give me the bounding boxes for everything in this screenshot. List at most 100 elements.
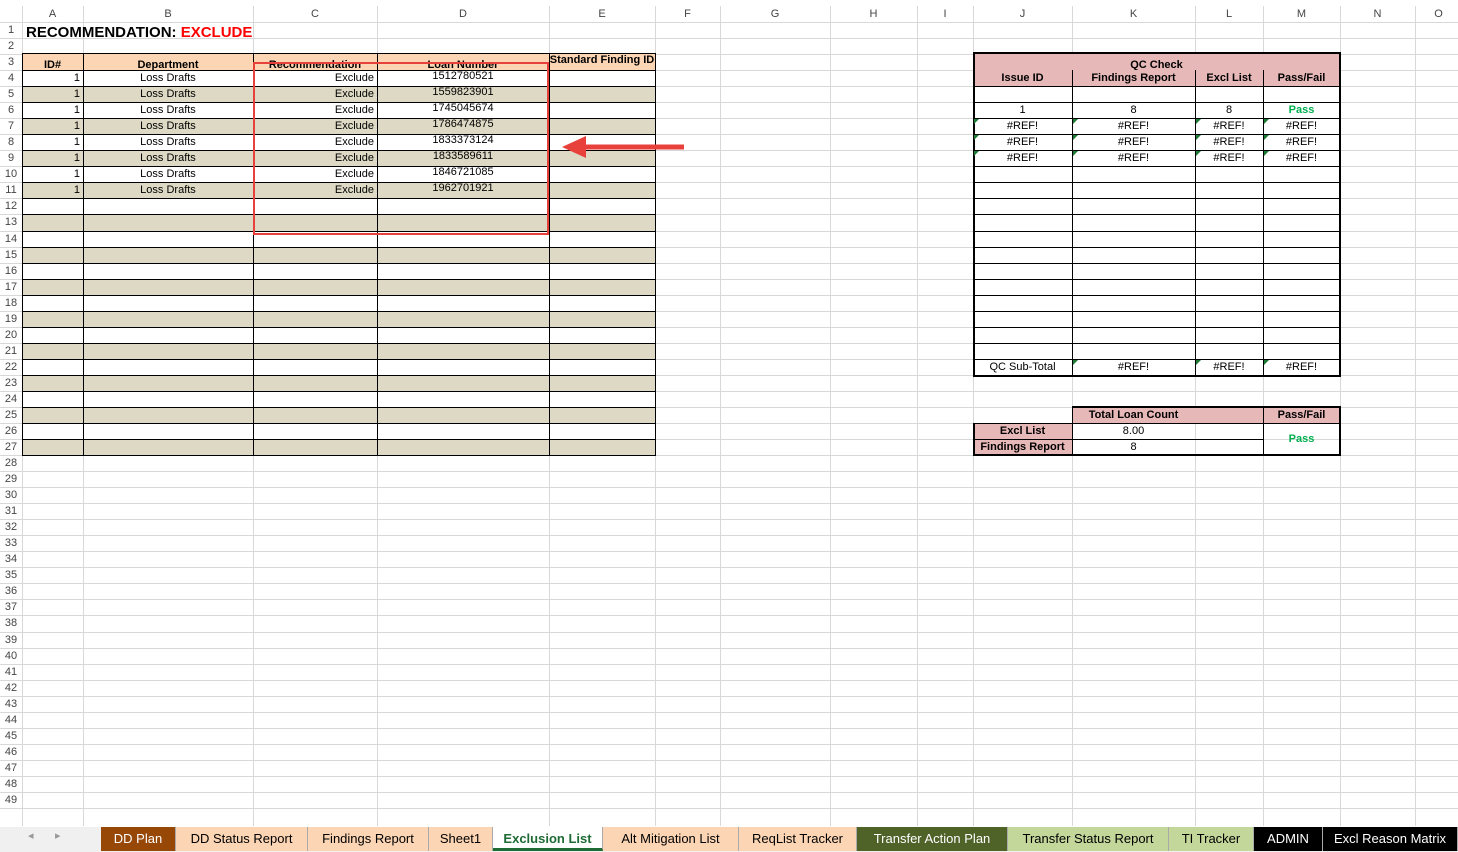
gridline-v [1415,6,1416,826]
gridline-h [0,150,1458,151]
cell-loan-number: 1559823901 [432,86,494,98]
band-fill [22,375,655,391]
gridline-h [0,551,1458,552]
gridline-h [0,295,1458,296]
row-header: 19 [4,313,18,325]
border-line [973,327,1341,328]
gridline-h [0,102,1458,103]
border-line [22,343,656,344]
column-header: B [164,8,172,20]
gridline-h [0,327,1458,328]
sheet-tab[interactable]: Findings Report [308,827,429,851]
qc-cell: #REF! [1285,120,1318,132]
gridline-h [0,231,1458,232]
border-line [973,134,1341,135]
border-line [22,134,656,135]
row-header: 44 [4,714,18,726]
row-header: 23 [4,377,18,389]
gridline-h [0,760,1458,761]
gridline-h [0,423,1458,424]
header-id: ID# [43,59,62,70]
cell-department: Loss Drafts [140,168,196,180]
sheet-tab[interactable]: TI Tracker [1169,827,1254,851]
row-header: 42 [4,682,18,694]
sheet-tab[interactable]: DD Plan [101,827,176,851]
row-header: 5 [7,88,15,100]
gridline-h [0,279,1458,280]
cell-department: Loss Drafts [140,104,196,116]
left-arrow-icon[interactable]: ◂ [28,830,34,842]
row-header: 14 [4,233,18,245]
qc-header: Findings Report [1091,72,1176,84]
sheet-tab[interactable]: Exclusion List [493,827,603,851]
sheet-tab[interactable]: Transfer Action Plan [857,827,1008,851]
column-header: L [1225,8,1233,20]
border-line [22,53,656,54]
row-header: 11 [5,184,17,196]
column-header: F [684,8,691,20]
gridline-h [0,599,1458,600]
border-line [973,439,1264,440]
cell-id: 1 [73,152,80,164]
loan-count-label: Findings Report [980,441,1065,453]
gridline-h [0,648,1458,649]
border-line [549,53,550,456]
title-prefix: RECOMMENDATION: [26,24,177,41]
row-header: 13 [4,216,18,228]
cell-recommendation: Exclude [334,72,374,84]
border-line [973,375,1341,376]
cell-recommendation: Exclude [334,88,374,100]
cell-department: Loss Drafts [140,152,196,164]
qc-cell: #REF! [1213,120,1245,132]
sheet-tab[interactable]: Alt Mitigation List [603,827,739,851]
highlight-box [253,62,549,235]
gridline-h [0,198,1458,199]
qc-header: Excl List [1206,72,1252,84]
border-line [22,86,656,87]
pass-fail-header: Pass/Fail [1277,409,1326,421]
cell-recommendation: Exclude [334,184,374,196]
sheet-tab[interactable]: Transfer Status Report [1008,827,1169,851]
sheet-tab[interactable]: ReqList Tracker [739,827,857,851]
band-fill [22,247,655,263]
row-header: 3 [7,56,15,68]
cell-loan-number: 1833373124 [432,134,494,146]
row-header: 21 [4,345,18,357]
band-fill [22,182,655,198]
border-line [973,198,1341,199]
border-line [22,214,656,215]
row-header: 1 [7,24,15,36]
cell-recommendation: Exclude [334,168,374,180]
sheet-tab[interactable]: DD Status Report [176,827,308,851]
right-arrow-icon[interactable]: ▸ [55,830,61,842]
border-line [973,343,1341,344]
row-header: 18 [4,297,18,309]
qc-header: Pass/Fail [1277,72,1326,84]
gridline-h [0,632,1458,633]
gridline-h [0,519,1458,520]
cell-standard-finding [549,182,655,198]
sheet-tab[interactable]: Sheet1 [429,827,493,851]
cell-loan-number: 1833589611 [432,150,494,162]
sheet-tab[interactable]: Excl Reason Matrix [1323,827,1458,851]
border-line [973,53,1341,54]
header-department: Department [137,59,199,70]
border-line [973,359,1341,360]
gridline-h [0,391,1458,392]
column-header: D [459,8,467,20]
cell-loan-number: 1786474875 [432,118,494,130]
border-line [655,53,656,456]
border-line [22,279,656,280]
row-header: 31 [4,505,18,517]
gridline-h [0,471,1458,472]
border-line [973,376,1341,377]
border-line [973,52,1341,53]
border-line [973,247,1341,248]
row-header: 35 [4,569,18,581]
error-indicator-icon [974,119,979,124]
column-header: K [1129,8,1138,20]
sheet-tab[interactable]: ADMIN [1254,827,1323,851]
row-header: 46 [4,746,18,758]
row-header: 6 [7,104,15,116]
